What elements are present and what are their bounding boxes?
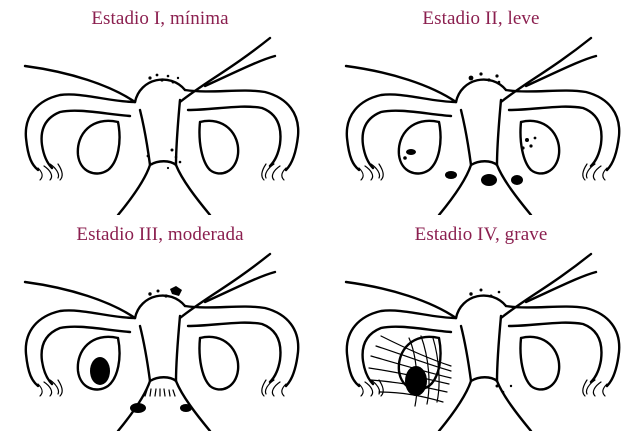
stage-2-title: Estadio II, leve <box>321 8 641 30</box>
stage-3-title: Estadio III, moderada <box>0 224 320 246</box>
stage-1-panel: Estadio I, mínima <box>0 0 320 215</box>
stage-3-diagram <box>0 246 320 431</box>
stage-4-panel: Estadio IV, grave <box>321 216 641 431</box>
stage-4-diagram <box>321 246 641 431</box>
stage-2-panel: Estadio II, leve <box>321 0 641 215</box>
stage-2-diagram <box>321 30 641 215</box>
stage-1-title: Estadio I, mínima <box>0 8 320 30</box>
stage-1-diagram <box>0 30 320 215</box>
stage-4-title: Estadio IV, grave <box>321 224 641 246</box>
stage-3-panel: Estadio III, moderada <box>0 216 320 431</box>
